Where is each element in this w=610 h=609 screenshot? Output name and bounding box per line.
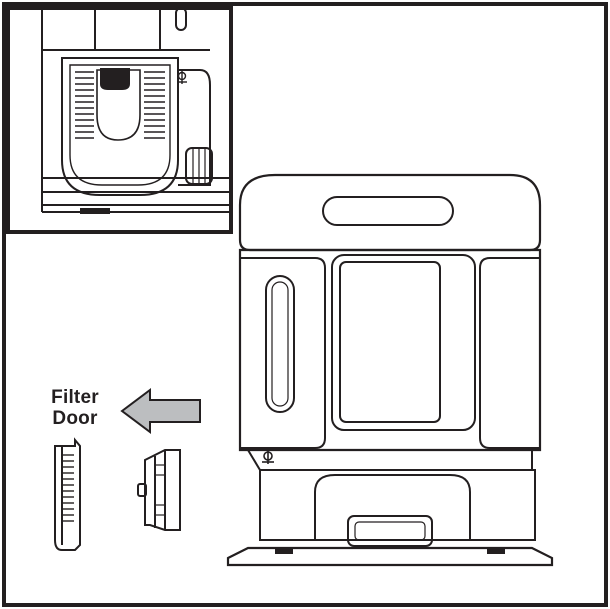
filter-door-part [54,437,81,551]
nozzle-opening [347,515,433,547]
filter-door-callout: Filter Door [40,387,110,429]
center-tank [331,254,476,431]
callout-line-2: Door [52,408,98,429]
inset-filter-latch [100,68,130,90]
filter-symbol-icon [262,450,274,464]
right-panel [479,257,540,449]
inset-vent-slats-left [75,71,94,139]
inset-vent-slats-right [144,71,165,139]
unit-body [238,248,542,452]
inset-filter-symbol-icon [177,70,187,84]
unit-base [226,546,554,567]
left-arrow-icon [120,388,201,434]
main-unit [226,173,554,567]
inset-vent-housing [61,57,179,196]
left-panel-slot [265,275,295,413]
unit-top-housing [238,173,542,252]
left-panel [240,257,326,449]
nozzle-hood [314,474,471,540]
carry-handle-slot [322,196,454,226]
detail-inset [6,6,233,234]
callout-line-1: Filter [51,387,99,408]
filter-cartridge-part [137,449,181,531]
